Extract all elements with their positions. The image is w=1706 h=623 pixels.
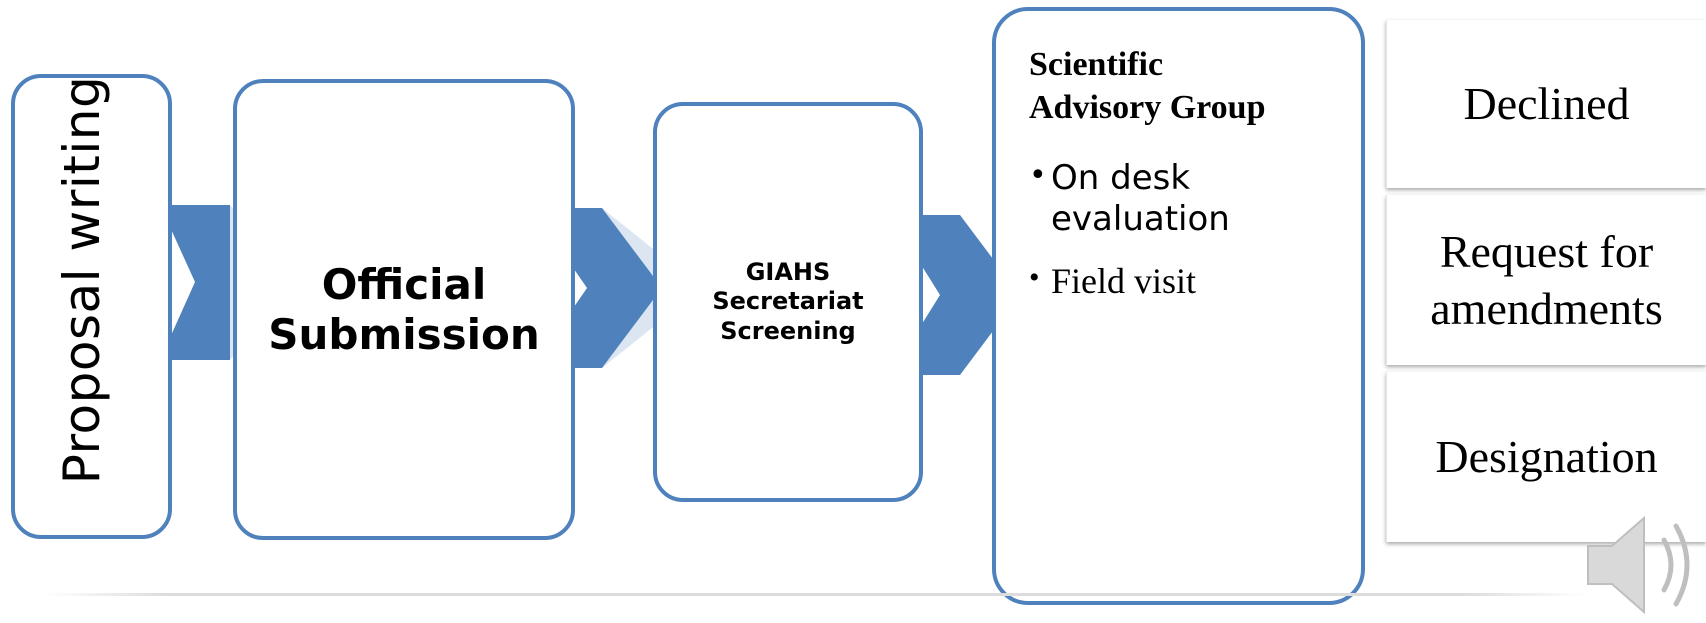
bottom-separator	[45, 593, 1585, 596]
outcome-designation-label: Designation	[1435, 431, 1658, 483]
sag-bullet-2-text: Field visit	[1051, 261, 1197, 301]
outcome-declined: Declined	[1386, 20, 1706, 188]
official-submission-line2: Submission	[268, 309, 540, 359]
outcome-designation: Designation	[1386, 372, 1706, 542]
screening-label: GIAHS Secretariat Screening	[653, 102, 923, 502]
bullet-dot: •	[1029, 158, 1047, 193]
speaker-icon[interactable]	[1582, 510, 1706, 620]
official-submission-box	[233, 79, 575, 540]
screening-line3: Screening	[720, 316, 856, 345]
outcome-amendments-line2: amendments	[1430, 283, 1663, 334]
outcome-amendments-line1: Request for	[1439, 225, 1654, 277]
sag-title: Scientific Advisory Group	[1029, 44, 1329, 129]
bullet-dot: •	[1029, 261, 1040, 294]
sag-box	[992, 7, 1365, 605]
sag-bullet-1-line1: On desk	[1051, 158, 1191, 198]
sag-title-line1: Scientific	[1029, 46, 1164, 83]
official-submission-line1: Official	[321, 259, 487, 309]
sag-bullet-2: • Field visit	[1029, 260, 1196, 303]
sag-bullet-1: • On desk evaluation	[1029, 158, 1230, 240]
outcome-declined-label: Declined	[1463, 78, 1630, 130]
proposal-writing-label: Proposal writing	[53, 75, 111, 485]
screening-box	[653, 102, 923, 502]
official-submission-label: Official Submission	[233, 79, 575, 540]
proposal-writing-box	[11, 74, 172, 539]
sag-title-line2: Advisory Group	[1029, 88, 1266, 126]
outcome-request-amendments: Request for amendments	[1386, 195, 1706, 365]
sag-bullet-1-line2: evaluation	[1051, 198, 1230, 239]
screening-line1: GIAHS	[745, 258, 831, 287]
screening-line2: Secretariat	[712, 287, 864, 316]
